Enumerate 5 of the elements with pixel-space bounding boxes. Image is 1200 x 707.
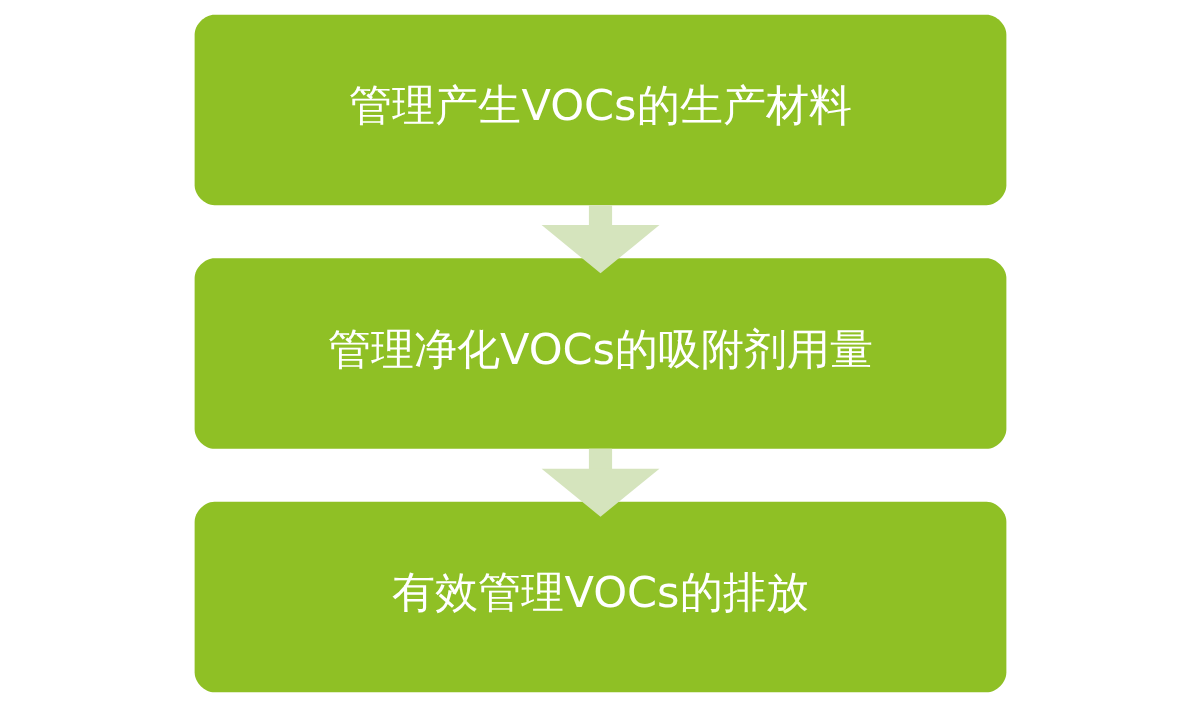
node-box: 管理净化VOCs的吸附剂用量 [194, 258, 1006, 449]
node-box: 管理产生VOCs的生产材料 [194, 14, 1006, 206]
arrow [541, 205, 659, 274]
arrow [541, 448, 659, 517]
node-box: 有效管理VOCs的排放 [194, 501, 1006, 693]
